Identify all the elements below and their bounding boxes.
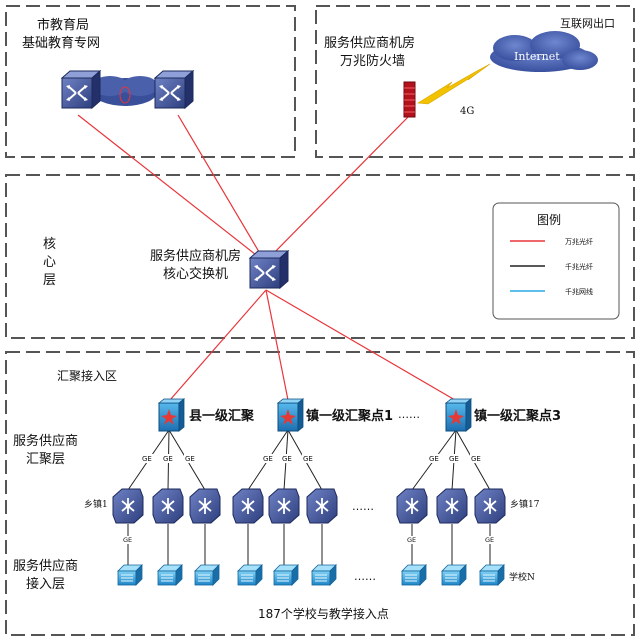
core-switch-icon <box>249 250 289 289</box>
agg-node-label-town-3: 镇一级汇聚点3 <box>474 408 561 424</box>
core-layer-label-3: 层 <box>43 273 56 288</box>
core-layer-label-2: 心 <box>43 255 56 270</box>
fiber-1g-links-access <box>127 524 491 565</box>
internet-exit-label: 互联网出口 <box>560 16 615 30</box>
firewall-name-label: 万兆防火墙 <box>340 53 405 69</box>
ge-label: GE <box>449 455 459 463</box>
town-router-icon <box>396 488 428 524</box>
access-switch-icon <box>441 564 467 586</box>
legend-title: 图例 <box>537 213 561 227</box>
zone-aggregation-access <box>5 351 635 636</box>
ge-label: GE <box>407 536 416 544</box>
ge-label: GE <box>303 455 313 463</box>
access-switch-icon <box>311 564 337 586</box>
town-agg-node-1-icon <box>277 398 304 432</box>
legend-label-10g: 万兆光纤 <box>565 237 593 246</box>
town-router-icon <box>474 488 506 524</box>
ge-labels-upper: GE GE GE GE GE GE GE GE GE <box>141 454 484 463</box>
zone-edu-network <box>5 5 296 158</box>
edu-bureau-title: 市教育局 <box>37 17 89 33</box>
school-last-label: 学校N <box>509 571 535 583</box>
town-router-icon <box>306 488 338 524</box>
internet-cloud-icon <box>490 31 598 72</box>
access-switch-icon <box>117 564 143 586</box>
edu-router-left-icon <box>61 70 101 109</box>
core-switch-room-label: 服务供应商机房 <box>150 248 241 264</box>
legend-label-1g-fiber: 千兆光纤 <box>565 262 593 271</box>
access-switch-icon <box>479 564 505 586</box>
town-last-label: 乡镇17 <box>510 498 540 510</box>
ge-labels-lower: GE GE GE <box>122 536 497 544</box>
town-router-icon <box>232 488 264 524</box>
firewall-icon <box>403 81 416 118</box>
access-row-ellipsis: …… <box>354 570 376 583</box>
access-switch-icon <box>273 564 299 586</box>
town-router-icon <box>436 488 468 524</box>
ge-label: GE <box>429 455 439 463</box>
core-layer-label-1: 核 <box>43 237 56 252</box>
town-router-icon <box>152 488 184 524</box>
edu-router-right-icon <box>154 70 194 109</box>
access-points-footer: 187个学校与教学接入点 <box>258 606 389 621</box>
ge-label: GE <box>263 455 273 463</box>
access-switch-icon <box>157 564 183 586</box>
edu-network-title: 基础教育专网 <box>22 35 100 51</box>
town-router-icon <box>268 488 300 524</box>
access-layer-label-2: 接入层 <box>26 576 65 592</box>
zone-core-layer <box>5 174 635 339</box>
ge-label: GE <box>282 455 292 463</box>
edu-network-cloud <box>92 76 158 106</box>
core-switch-name-label: 核心交换机 <box>163 266 228 282</box>
agg-node-label-county: 县一级汇聚 <box>189 408 255 424</box>
legend-label-1g-cable: 千兆网线 <box>565 287 593 296</box>
firewall-room-label: 服务供应商机房 <box>324 35 415 51</box>
town-row-ellipsis: …… <box>352 500 374 513</box>
agg-layer-label-1: 服务供应商 <box>13 433 78 449</box>
ge-label: GE <box>485 536 494 544</box>
agg-zone-label: 汇聚接入区 <box>57 368 117 383</box>
town-router-icon <box>189 488 221 524</box>
town-agg-node-3-icon <box>445 398 472 432</box>
agg-layer-label-2: 汇聚层 <box>26 452 65 467</box>
link-4g-label: 4G <box>460 106 474 117</box>
access-switch-icon <box>237 564 263 586</box>
internet-cloud-label: Internet <box>514 50 560 63</box>
access-switch-icon <box>194 564 220 586</box>
legend: 图例 万兆光纤 千兆光纤 千兆网线 <box>492 202 620 320</box>
ge-label: GE <box>142 455 152 463</box>
ge-label: GE <box>185 455 195 463</box>
fiber-10g-links <box>77 92 456 401</box>
zone-internet-exit <box>315 5 635 158</box>
town-first-label: 乡镇1 <box>84 498 108 510</box>
lightning-4g-icon <box>417 63 491 105</box>
agg-node-label-town-1: 镇一级汇聚点1 <box>306 408 393 424</box>
town-router-icon <box>112 488 144 524</box>
ge-label: GE <box>123 536 132 544</box>
agg-node-ellipsis: …… <box>398 408 420 421</box>
ge-label: GE <box>163 455 173 463</box>
county-agg-node-icon <box>158 398 185 432</box>
access-layer-label-1: 服务供应商 <box>13 558 78 574</box>
ge-label: GE <box>471 455 481 463</box>
access-switch-icon <box>401 564 427 586</box>
